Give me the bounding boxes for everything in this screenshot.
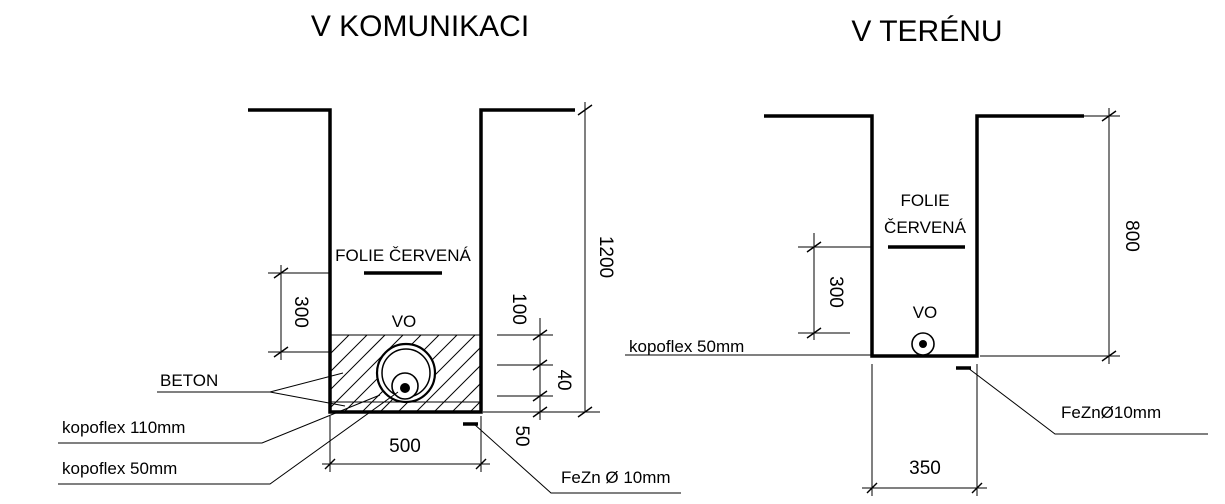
right-cable-core (919, 340, 927, 348)
dim-350-text: 350 (909, 458, 941, 479)
right-section: V TERÉNU FOLIE ČERVENÁ VO kopoflex 50mm … (625, 15, 1208, 496)
left-section: V KOMUNIKACI (58, 10, 681, 494)
right-foil-label-line2: ČERVENÁ (884, 218, 967, 237)
dim-500: 500 (322, 416, 490, 472)
right-section-title: V TERÉNU (851, 15, 1002, 48)
dim-300-right-text: 300 (825, 276, 846, 308)
dim-100-text: 100 (508, 293, 529, 325)
dim-40-text: 40 (553, 369, 574, 390)
right-foil-label-line1: FOLIE (900, 191, 949, 210)
dim-800: 800 (980, 108, 1142, 364)
right-kopoflex-50-label: kopoflex 50mm (629, 337, 744, 356)
left-vo-label: VO (392, 312, 417, 331)
dim-800-text: 800 (1121, 220, 1142, 252)
right-fezn-label: FeZnØ10mm (1061, 403, 1161, 422)
beton-label: BETON (160, 371, 218, 390)
cable-core (400, 383, 410, 393)
left-fezn-label: FeZn Ø 10mm (561, 468, 671, 487)
left-section-title: V KOMUNIKACI (311, 10, 529, 43)
dim-stack: 100 40 50 (497, 293, 574, 447)
kopoflex-110-label: kopoflex 110mm (62, 418, 185, 437)
beton-leader-2 (269, 391, 346, 407)
left-fezn-leader (473, 423, 681, 494)
dim-50-text: 50 (511, 425, 532, 446)
right-trench-outline (764, 114, 1084, 358)
left-kopoflex-50-label: kopoflex 50mm (62, 459, 177, 478)
left-foil-label: FOLIE ČERVENÁ (335, 246, 471, 265)
right-fezn-leader (967, 367, 1208, 435)
kopoflex-110-leader (58, 394, 381, 444)
dim-1200-text: 1200 (595, 236, 616, 278)
left-kopoflex-50-leader (58, 391, 399, 485)
dim-350: 350 (862, 364, 987, 496)
dim-300-left: 300 (268, 265, 330, 360)
dim-1200: 1200 (483, 102, 616, 418)
dim-500-text: 500 (389, 436, 421, 457)
dim-300-right: 300 (798, 233, 872, 340)
dim-300-left-text: 300 (290, 296, 311, 328)
right-vo-label: VO (913, 303, 938, 322)
